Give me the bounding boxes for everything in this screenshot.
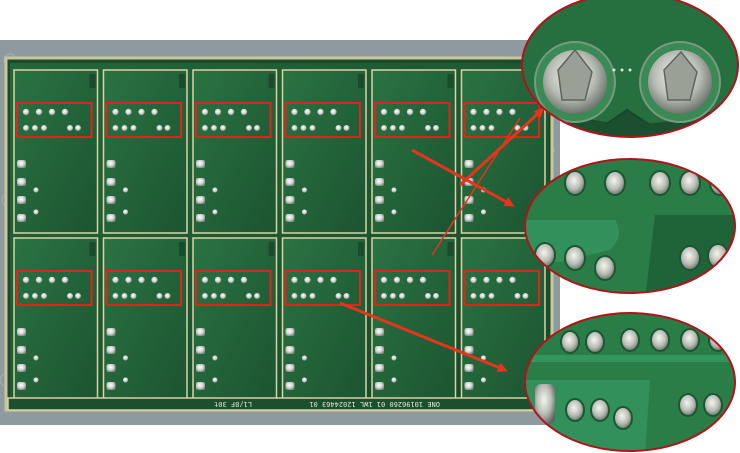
highlight-box [16,102,93,138]
pcb-board-unit [281,69,367,234]
highlight-box [463,270,540,306]
pcb-board-unit [281,237,367,402]
arrow-thin-connector [431,117,521,256]
highlight-boxes [16,102,540,306]
highlight-box [463,102,540,138]
highlight-box [284,102,361,138]
pcb-board-unit [13,69,99,234]
silkscreen-right: ONE 10196260 01 1WL 12024463 01 [309,400,440,408]
highlight-box [374,102,451,138]
pcb-board-unit [192,69,278,234]
pcb-board-unit [102,69,188,234]
pcb-board-unit [192,237,278,402]
highlight-box [195,102,272,138]
silkscreen-left: L1/8F 30t [214,400,252,408]
highlight-box [195,270,272,306]
highlight-box [284,270,361,306]
arrow-to-bottom-inset [339,301,508,372]
highlight-box [374,270,451,306]
pcb-board-unit [102,237,188,402]
pcb-board-unit [13,237,99,402]
arrow-to-middle-inset [411,148,515,207]
panel-bottom-rail [7,397,551,411]
magnified-inset-middle [524,158,736,294]
highlight-box [105,270,182,306]
highlight-box [16,270,93,306]
pcb-board-unit [371,69,457,234]
callout-arrows [339,107,545,372]
highlight-box [105,102,182,138]
